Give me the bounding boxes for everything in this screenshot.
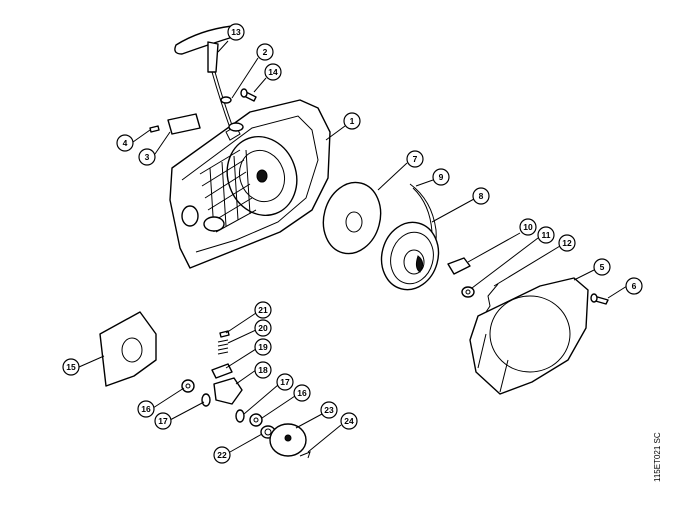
svg-text:14: 14 xyxy=(268,67,278,77)
svg-text:10: 10 xyxy=(523,222,533,232)
svg-text:24: 24 xyxy=(344,416,354,426)
callout-24: 24 xyxy=(340,412,358,430)
svg-text:21: 21 xyxy=(258,305,268,315)
pawl-part-10 xyxy=(447,257,471,275)
guide-plate-part-7 xyxy=(322,181,382,255)
svg-text:15: 15 xyxy=(66,362,76,372)
svg-text:19: 19 xyxy=(258,342,268,352)
svg-text:1: 1 xyxy=(350,116,355,126)
callout-9: 9 xyxy=(432,168,450,186)
svg-text:7: 7 xyxy=(413,154,418,164)
callout-23: 23 xyxy=(320,401,338,419)
svg-text:17: 17 xyxy=(280,377,290,387)
callout-15: 15 xyxy=(62,358,80,376)
callout-20: 20 xyxy=(254,319,272,337)
screw-part-6 xyxy=(590,293,609,305)
svg-text:2: 2 xyxy=(263,47,268,57)
callout-18: 18 xyxy=(254,361,272,379)
leader-lines xyxy=(78,40,628,453)
rope-rotor-part-8 xyxy=(380,221,440,291)
drive-plate-part-18 xyxy=(213,377,243,405)
svg-text:4: 4 xyxy=(123,138,128,148)
svg-text:16: 16 xyxy=(141,404,151,414)
starter-grip-part xyxy=(174,25,239,73)
cover-plate-part-15 xyxy=(99,311,157,387)
svg-text:3: 3 xyxy=(145,152,150,162)
pin-part-4 xyxy=(149,125,160,133)
shroud-part-5 xyxy=(469,277,589,395)
callout-7: 7 xyxy=(406,150,424,168)
washer-part-16-left xyxy=(181,379,195,393)
svg-text:12: 12 xyxy=(562,238,572,248)
callout-17-left: 17 xyxy=(154,412,172,430)
callout-13: 13 xyxy=(227,23,245,41)
callout-2: 2 xyxy=(256,43,274,61)
svg-text:16: 16 xyxy=(297,388,307,398)
callout-21: 21 xyxy=(254,301,272,319)
callout-10: 10 xyxy=(519,218,537,236)
callout-6: 6 xyxy=(625,277,643,295)
svg-text:13: 13 xyxy=(231,27,241,37)
svg-text:9: 9 xyxy=(439,172,444,182)
callout-1: 1 xyxy=(343,112,361,130)
svg-text:23: 23 xyxy=(324,405,334,415)
document-code: 115ET021 SC xyxy=(653,432,662,482)
callout-4: 4 xyxy=(116,134,134,152)
starter-rope-part xyxy=(211,71,244,132)
callout-14: 14 xyxy=(264,63,282,81)
callout-16-right: 16 xyxy=(293,384,311,402)
callout-12: 12 xyxy=(558,234,576,252)
disc-part-23 xyxy=(269,423,307,457)
svg-text:8: 8 xyxy=(479,191,484,201)
screw-part-14 xyxy=(240,88,257,102)
washer-part-17-right xyxy=(235,409,245,423)
callout-19: 19 xyxy=(254,338,272,356)
plate-part-3 xyxy=(167,113,201,135)
spring-part-20 xyxy=(217,339,229,355)
svg-text:5: 5 xyxy=(600,262,605,272)
svg-text:18: 18 xyxy=(258,365,268,375)
spring-clip-part-12 xyxy=(485,283,499,313)
svg-text:20: 20 xyxy=(258,323,268,333)
svg-text:22: 22 xyxy=(217,450,227,460)
callout-8: 8 xyxy=(472,187,490,205)
callout-5: 5 xyxy=(593,258,611,276)
washer-part-17-left xyxy=(201,393,211,407)
svg-text:11: 11 xyxy=(542,230,551,240)
callout-22: 22 xyxy=(213,446,231,464)
washer-part-11 xyxy=(461,286,475,298)
svg-text:6: 6 xyxy=(632,281,637,291)
callout-3: 3 xyxy=(138,148,156,166)
fan-housing-part xyxy=(169,99,331,269)
clip-part-24 xyxy=(299,451,311,459)
washer-part-16-right xyxy=(249,413,263,427)
svg-text:17: 17 xyxy=(158,416,168,426)
callout-16-left: 16 xyxy=(137,400,155,418)
callout-11: 11 xyxy=(537,226,555,244)
callout-17-right: 17 xyxy=(276,373,294,391)
